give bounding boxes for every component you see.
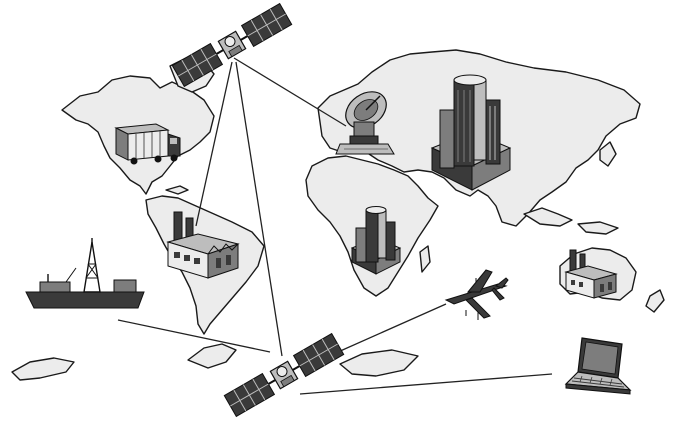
world-map (12, 50, 664, 380)
airplane-icon (446, 270, 508, 320)
indonesia-islands (578, 222, 618, 234)
link-ship-to-sat-bottom (118, 320, 270, 352)
link-sat-top-to-sat-bottom (236, 62, 282, 356)
satellite-icon (172, 4, 291, 87)
oil-rig-ship-icon (26, 238, 144, 308)
madagascar (420, 246, 430, 272)
solar-panel-left (224, 374, 274, 417)
antarctica-peninsula (188, 344, 236, 368)
caribbean-islands (166, 186, 188, 194)
japan (600, 142, 616, 166)
link-sat-top-to-dish (234, 58, 346, 126)
antarctica-west (12, 358, 74, 380)
link-laptop-to-sat-bottom (300, 374, 552, 394)
link-airplane-to-sat-bottom (338, 304, 446, 352)
solar-panel-right (242, 4, 292, 47)
laptop-icon (566, 338, 630, 394)
antarctica-east (340, 350, 418, 376)
new-zealand (646, 290, 664, 312)
solar-panel-right (294, 334, 344, 377)
